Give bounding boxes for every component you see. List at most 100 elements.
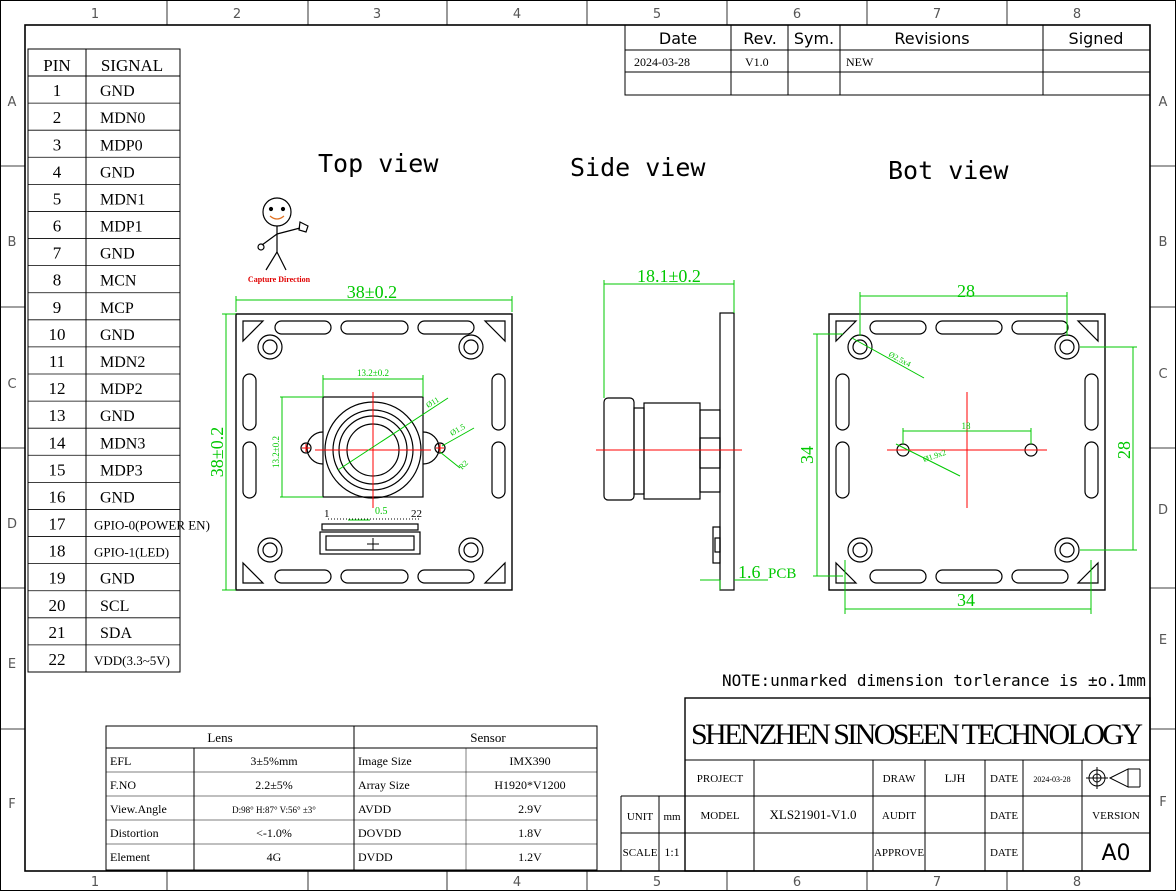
pin-signal: MDN0	[100, 110, 145, 127]
model-value: XLS21901-V1.0	[769, 807, 856, 822]
pin-number: 1	[53, 81, 62, 100]
draw-date: 2024-03-28	[1033, 775, 1070, 784]
tolerance-note: NOTE:unmarked dimension torlerance is ±o…	[722, 671, 1146, 690]
pin-number: 8	[53, 271, 62, 290]
lens-sensor-cell: <-1.0%	[256, 826, 292, 840]
title-block	[620, 697, 1151, 872]
pin-number: 7	[53, 244, 62, 263]
dim-bot-hole: Ø2.5x4	[887, 350, 912, 369]
zone-row-left: B	[8, 235, 17, 250]
pin-signal: GND	[100, 83, 135, 100]
lens-sensor-cell: 2.9V	[518, 802, 542, 816]
zone-col-top: 4	[513, 7, 521, 22]
zone-col-bottom: 4	[513, 875, 521, 890]
signal-header: SIGNAL	[101, 56, 163, 75]
bot-view	[828, 313, 1106, 591]
pin-number: 4	[53, 162, 62, 181]
lens-sensor-cell: Array Size	[358, 778, 410, 792]
dim-bot-left: 34	[797, 446, 817, 464]
pin-number: 21	[49, 623, 66, 642]
dim-pitch: 0.5	[375, 506, 388, 517]
unit-label: UNIT	[627, 811, 654, 823]
lens-sensor-cell: AVDD	[358, 802, 391, 816]
pin-number: 18	[49, 542, 66, 561]
rev-header-sym: Sym.	[794, 29, 834, 48]
pin-number: 14	[49, 433, 67, 452]
pin-number: 17	[49, 515, 67, 534]
pin-number: 15	[49, 460, 66, 479]
dim-pcb-label: PCB	[768, 566, 796, 582]
zone-col-top: 7	[933, 7, 941, 22]
top-dimensions	[222, 296, 513, 591]
lens-sensor-cell: View.Angle	[110, 802, 167, 816]
pin-number: 3	[53, 135, 62, 154]
pin-number: 2	[53, 108, 62, 127]
dim-lens-height: 13.2±0.2	[271, 436, 281, 468]
lens-header: Lens	[207, 730, 232, 745]
pin-signal: MDP0	[100, 137, 143, 154]
date-label-1: DATE	[990, 773, 1018, 785]
version-value: A0	[1101, 841, 1130, 866]
zone-row-left: A	[8, 95, 17, 110]
pin-signal: MDP1	[100, 219, 143, 236]
lens-sensor-cell: D:98° H:87° V:56° ±3°	[232, 805, 316, 815]
bot-dimensions	[813, 292, 1137, 614]
pin-number: 22	[49, 650, 66, 669]
dim-top-width: 38±0.2	[347, 282, 397, 302]
connector-pin-first: 1	[324, 508, 330, 520]
zone-row-left: E	[8, 657, 16, 672]
capture-direction-label: Capture Direction	[248, 275, 311, 284]
dim-r2: R2	[457, 458, 470, 471]
zone-row-left: C	[7, 377, 16, 392]
scale-value: 1:1	[664, 845, 679, 859]
zone-row-right: F	[1159, 795, 1166, 810]
connector-pin-last: 22	[411, 508, 422, 520]
dim-top-height: 38±0.2	[207, 427, 227, 477]
zone-col-bottom: 5	[653, 875, 661, 890]
pin-signal: GND	[100, 164, 135, 181]
pin-signal: MDN1	[100, 191, 145, 208]
rev-header-rev: Rev.	[743, 29, 777, 48]
dim-d1-5: Ø1.5	[449, 422, 467, 438]
draw-label: DRAW	[883, 773, 916, 785]
dim-lens-width: 13.2±0.2	[357, 368, 389, 378]
side-dimensions	[603, 280, 768, 590]
pin-number: 19	[49, 569, 66, 588]
pin-number: 9	[53, 298, 62, 317]
sensor-header: Sensor	[470, 730, 506, 745]
dim-pcb: 1.6	[738, 562, 761, 582]
pin-number: 10	[49, 325, 66, 344]
pin-signal: MDP3	[100, 462, 143, 479]
pin-signal: GPIO-1(LED)	[94, 545, 169, 560]
pin-signal: GND	[100, 327, 135, 344]
rev-date: 2024-03-28	[634, 55, 690, 69]
lens-sensor-cell: H1920*V1200	[494, 778, 565, 792]
zone-col-top: 6	[793, 7, 801, 22]
pin-signal: GND	[100, 408, 135, 425]
lens-sensor-cell: 4G	[267, 850, 282, 864]
capture-direction-icon	[257, 197, 309, 271]
pin-signal: MDN2	[100, 354, 145, 371]
pin-signal: MDP2	[100, 381, 143, 398]
lens-sensor-cell: 1.8V	[518, 826, 542, 840]
dim-d11: Ø11	[425, 395, 441, 410]
lens-sensor-cell: 3±5%mm	[250, 754, 298, 768]
audit-label: AUDIT	[882, 810, 916, 822]
approve-label: APPROVE	[874, 847, 924, 859]
lens-sensor-cell: EFL	[110, 754, 131, 768]
dim-bot-center: 18	[962, 421, 972, 431]
pin-number: 5	[53, 189, 62, 208]
pin-number: 13	[49, 406, 66, 425]
dim-bot-bottom: 34	[957, 590, 975, 610]
lens-sensor-cell: Element	[110, 850, 151, 864]
rev-header-signed: Signed	[1069, 29, 1124, 48]
zone-col-bottom: 1	[91, 875, 99, 890]
lens-sensor-cell: F.NO	[110, 778, 136, 792]
zone-row-left: F	[8, 797, 15, 812]
date-label-2: DATE	[990, 810, 1018, 822]
zone-col-bottom: 6	[793, 875, 801, 890]
revision-table: Date Rev. Sym. Revisions Signed 2024-03-…	[624, 24, 1151, 96]
zone-col-bottom: 8	[1073, 875, 1081, 890]
